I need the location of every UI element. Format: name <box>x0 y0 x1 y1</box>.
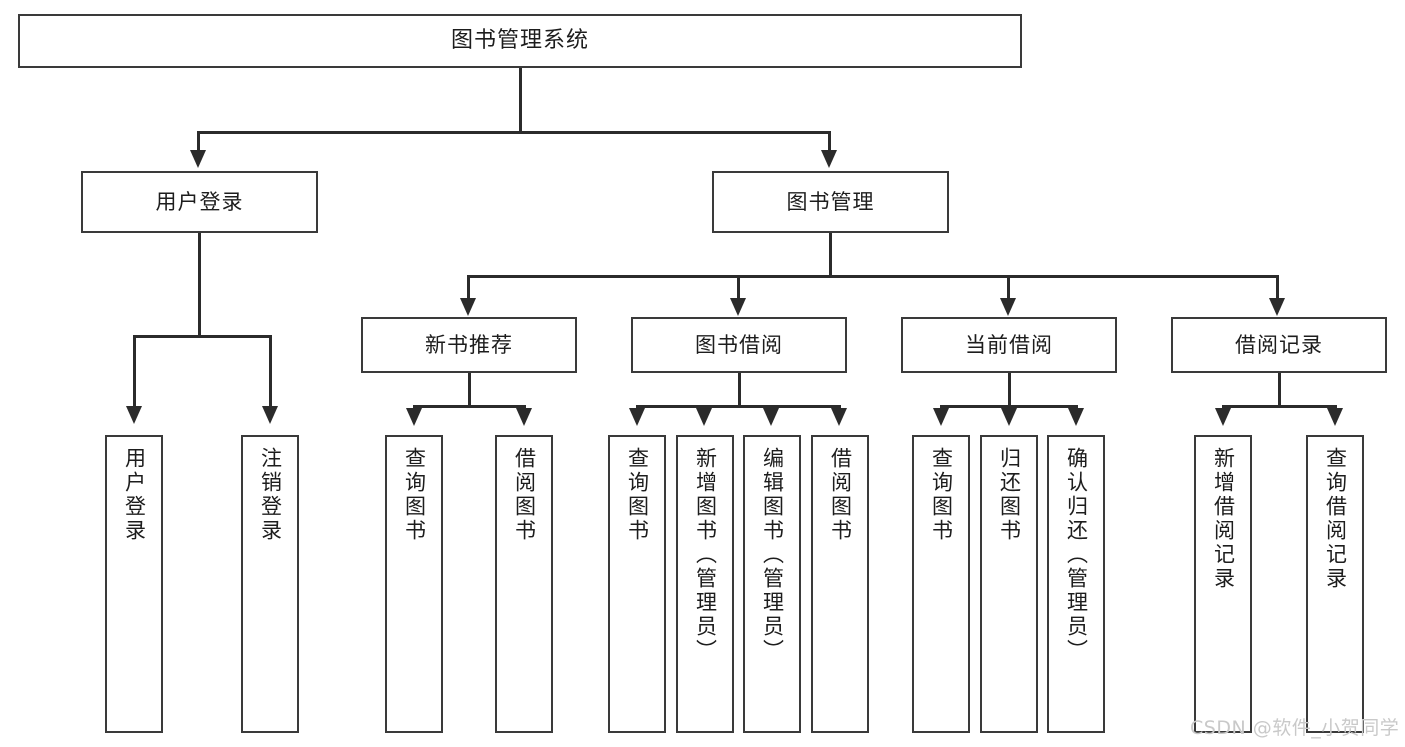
leaf-add-book-admin[interactable]: 新增图书（管理员） <box>676 435 734 733</box>
leaf-label: 查询图书 <box>625 447 650 543</box>
node-borrow-record[interactable]: 借阅记录 <box>1171 317 1387 373</box>
arrowhead-leaf-query-book-1 <box>406 408 422 426</box>
node-label: 用户登录 <box>155 189 244 214</box>
node-label: 图书管理 <box>786 189 875 214</box>
arrowhead-leaf-return-book <box>1001 408 1017 426</box>
arrowhead-leaf-add-book <box>696 408 712 426</box>
leaf-label: 新增借阅记录 <box>1211 447 1236 591</box>
connector-user-login-stem <box>198 233 201 337</box>
arrowhead-leaf-query-record <box>1327 408 1343 426</box>
connector-borrow-record-bus <box>1222 405 1337 408</box>
connector-level3-drop-2 <box>737 275 740 301</box>
connector-root-bus <box>197 131 831 134</box>
connector-user-login-drop-2 <box>269 335 272 409</box>
leaf-label: 查询图书 <box>402 447 427 543</box>
leaf-label: 归还图书 <box>997 447 1022 543</box>
connector-new-book-stem <box>468 373 471 407</box>
arrowhead-leaf-borrow-book-1 <box>516 408 532 426</box>
leaf-borrow-book-recommend[interactable]: 借阅图书 <box>495 435 553 733</box>
arrowhead-leaf-borrow-book-2 <box>831 408 847 426</box>
leaf-label: 查询借阅记录 <box>1323 447 1348 591</box>
connector-borrow-record-stem <box>1278 373 1281 407</box>
leaf-label: 借阅图书 <box>828 447 853 543</box>
leaf-label: 查询图书 <box>929 447 954 543</box>
connector-root-stem <box>519 68 522 133</box>
arrowhead-to-book-borrow <box>730 298 746 316</box>
node-label: 新书推荐 <box>425 332 513 357</box>
arrowhead-leaf-query-book-2 <box>629 408 645 426</box>
node-new-book-recommend[interactable]: 新书推荐 <box>361 317 577 373</box>
node-user-login[interactable]: 用户登录 <box>81 171 318 233</box>
csdn-watermark: CSDN @软件_小贺同学 <box>1190 717 1400 739</box>
leaf-query-borrow-record[interactable]: 查询借阅记录 <box>1306 435 1364 733</box>
leaf-query-book-current[interactable]: 查询图书 <box>912 435 970 733</box>
arrowhead-leaf-add-record <box>1215 408 1231 426</box>
leaf-label: 用户登录 <box>122 447 147 543</box>
connector-level3-drop-1 <box>467 275 470 301</box>
connector-root-drop-2 <box>828 131 831 153</box>
arrowhead-leaf-edit-book <box>763 408 779 426</box>
connector-new-book-bus <box>413 405 526 408</box>
node-book-management[interactable]: 图书管理 <box>712 171 949 233</box>
connector-root-drop-1 <box>197 131 200 153</box>
arrowhead-leaf-logout <box>262 406 278 424</box>
connector-user-login-bus <box>133 335 272 338</box>
arrowhead-to-new-book-recommend <box>460 298 476 316</box>
leaf-return-book[interactable]: 归还图书 <box>980 435 1038 733</box>
node-label: 借阅记录 <box>1235 332 1323 357</box>
node-current-borrow[interactable]: 当前借阅 <box>901 317 1117 373</box>
node-label: 图书借阅 <box>695 332 783 357</box>
connector-book-borrow-bus <box>636 405 841 408</box>
leaf-add-borrow-record[interactable]: 新增借阅记录 <box>1194 435 1252 733</box>
leaf-label: 新增图书（管理员） <box>693 447 718 663</box>
connector-user-login-drop-1 <box>133 335 136 409</box>
arrowhead-to-borrow-record <box>1269 298 1285 316</box>
connector-current-borrow-stem <box>1008 373 1011 407</box>
leaf-logout[interactable]: 注销登录 <box>241 435 299 733</box>
leaf-edit-book-admin[interactable]: 编辑图书（管理员） <box>743 435 801 733</box>
arrowhead-leaf-query-book-3 <box>933 408 949 426</box>
leaf-user-login[interactable]: 用户登录 <box>105 435 163 733</box>
arrowhead-leaf-confirm-return <box>1068 408 1084 426</box>
leaf-confirm-return-admin[interactable]: 确认归还（管理员） <box>1047 435 1105 733</box>
arrowhead-to-user-login <box>190 150 206 168</box>
connector-book-management-stem <box>829 233 832 277</box>
leaf-label: 注销登录 <box>258 447 283 543</box>
leaf-borrow-book[interactable]: 借阅图书 <box>811 435 869 733</box>
leaf-query-book-recommend[interactable]: 查询图书 <box>385 435 443 733</box>
arrowhead-to-current-borrow <box>1000 298 1016 316</box>
connector-book-borrow-stem <box>738 373 741 407</box>
node-book-borrow[interactable]: 图书借阅 <box>631 317 847 373</box>
leaf-label: 确认归还（管理员） <box>1064 447 1089 663</box>
connector-level3-bus <box>467 275 1279 278</box>
node-label: 当前借阅 <box>965 332 1053 357</box>
leaf-label: 编辑图书（管理员） <box>760 447 785 663</box>
leaf-label: 借阅图书 <box>512 447 537 543</box>
leaf-query-book-borrow[interactable]: 查询图书 <box>608 435 666 733</box>
connector-level3-drop-3 <box>1007 275 1010 301</box>
node-label: 图书管理系统 <box>450 28 589 54</box>
arrowhead-to-book-management <box>821 150 837 168</box>
arrowhead-leaf-user-login <box>126 406 142 424</box>
connector-level3-drop-4 <box>1276 275 1279 301</box>
node-root-library-management-system[interactable]: 图书管理系统 <box>18 14 1022 68</box>
